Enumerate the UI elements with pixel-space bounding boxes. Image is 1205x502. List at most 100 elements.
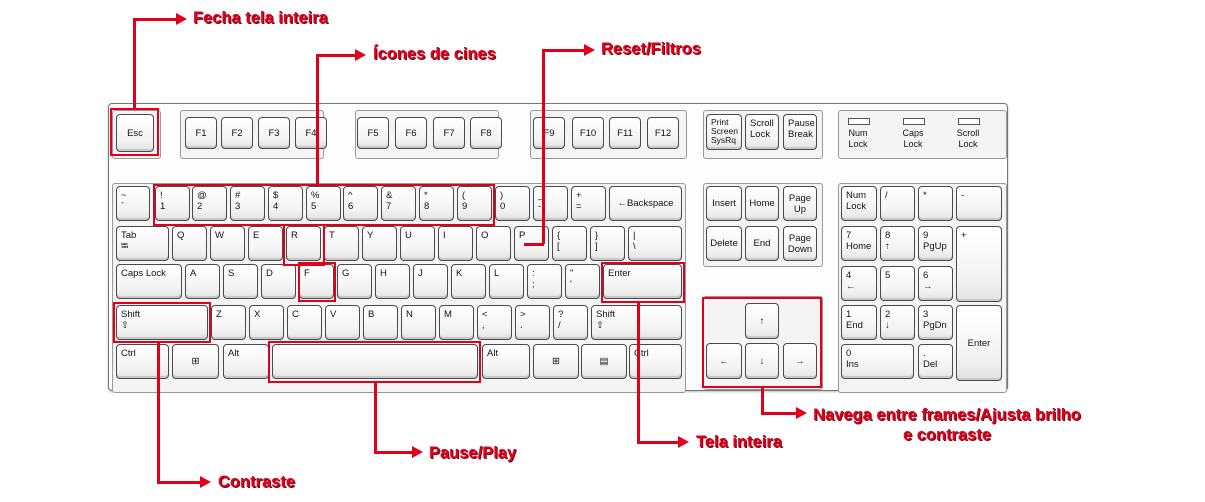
key-f5[interactable]: F5 xyxy=(357,117,389,149)
key-npplus[interactable]: + xyxy=(956,226,1002,302)
key-f7[interactable]: F7 xyxy=(433,117,465,149)
key-d7[interactable]: &7 xyxy=(381,186,416,221)
key-space[interactable] xyxy=(272,344,478,379)
key-a[interactable]: A xyxy=(185,264,220,299)
key-np4[interactable]: 4← xyxy=(841,266,877,301)
key-f2[interactable]: F2 xyxy=(221,117,253,149)
key-tab[interactable]: Tab⭾ xyxy=(116,226,169,261)
key-d0[interactable]: )0 xyxy=(495,186,530,221)
key-t[interactable]: T xyxy=(324,226,359,261)
key-f1[interactable]: F1 xyxy=(185,117,217,149)
key-f3[interactable]: F3 xyxy=(258,117,290,149)
key-b[interactable]: B xyxy=(363,305,398,340)
key-d2[interactable]: @2 xyxy=(192,186,227,221)
key-esc[interactable]: Esc xyxy=(116,114,154,152)
key-period[interactable]: >. xyxy=(515,305,550,340)
key-u[interactable]: U xyxy=(400,226,435,261)
key-end[interactable]: End xyxy=(745,226,779,261)
key-n[interactable]: N xyxy=(401,305,436,340)
key-f11[interactable]: F11 xyxy=(609,117,641,149)
key-z[interactable]: Z xyxy=(211,305,246,340)
key-capslock[interactable]: Caps Lock xyxy=(116,264,182,299)
key-np6[interactable]: 6→ xyxy=(918,266,953,301)
key-f6[interactable]: F6 xyxy=(395,117,427,149)
key-h[interactable]: H xyxy=(375,264,410,299)
key-y[interactable]: Y xyxy=(362,226,397,261)
key-f10[interactable]: F10 xyxy=(572,117,604,149)
key-minus[interactable]: _- xyxy=(533,186,568,221)
key-delete[interactable]: Delete xyxy=(706,226,742,261)
key-npenter[interactable]: Enter xyxy=(956,305,1002,381)
key-m[interactable]: M xyxy=(439,305,474,340)
key-backspace[interactable]: ←Backspace xyxy=(609,186,682,221)
key-d6[interactable]: ^6 xyxy=(343,186,378,221)
key-np2[interactable]: 2↓ xyxy=(880,305,915,340)
key-backslash[interactable]: |\ xyxy=(628,226,682,261)
key-lctrl[interactable]: Ctrl xyxy=(116,344,169,379)
key-npdiv[interactable]: / xyxy=(880,186,915,221)
key-slash[interactable]: ?/ xyxy=(553,305,588,340)
key-o[interactable]: O xyxy=(476,226,511,261)
key-k[interactable]: K xyxy=(451,264,486,299)
key-d3[interactable]: #3 xyxy=(230,186,265,221)
key-i[interactable]: I xyxy=(438,226,473,261)
key-rshift[interactable]: Shift⇧ xyxy=(591,305,682,340)
key-down[interactable]: ↓ xyxy=(745,343,779,379)
key-insert[interactable]: Insert xyxy=(706,186,742,221)
key-rbracket[interactable]: }] xyxy=(590,226,625,261)
key-npminus[interactable]: - xyxy=(956,186,1002,221)
key-rwin[interactable]: ⊞ xyxy=(533,344,579,379)
key-r[interactable]: R xyxy=(286,226,321,261)
key-quote[interactable]: "' xyxy=(565,264,600,299)
key-e[interactable]: E xyxy=(248,226,283,261)
key-f9[interactable]: F9 xyxy=(533,117,565,149)
key-enter[interactable]: Enter xyxy=(603,264,682,299)
key-l[interactable]: L xyxy=(489,264,524,299)
key-d[interactable]: D xyxy=(261,264,296,299)
key-comma[interactable]: <, xyxy=(477,305,512,340)
key-c[interactable]: C xyxy=(287,305,322,340)
key-equal[interactable]: += xyxy=(571,186,606,221)
key-npmul[interactable]: * xyxy=(918,186,953,221)
key-x[interactable]: X xyxy=(249,305,284,340)
key-tilde[interactable]: ~` xyxy=(116,186,150,221)
key-lwin[interactable]: ⊞ xyxy=(172,344,219,379)
key-d1[interactable]: !1 xyxy=(155,186,190,221)
key-ralt[interactable]: Alt xyxy=(482,344,530,379)
key-lshift[interactable]: Shift⇧ xyxy=(116,305,208,340)
key-f[interactable]: F xyxy=(299,264,334,299)
key-d4[interactable]: $4 xyxy=(268,186,303,221)
key-d9[interactable]: (9 xyxy=(457,186,492,221)
key-npdel[interactable]: .Del xyxy=(918,344,953,379)
key-semicolon[interactable]: :; xyxy=(527,264,562,299)
key-left[interactable]: ← xyxy=(706,343,742,379)
key-lalt[interactable]: Alt xyxy=(223,344,269,379)
key-g[interactable]: G xyxy=(337,264,372,299)
key-f4[interactable]: F4 xyxy=(295,117,327,149)
key-d5[interactable]: %5 xyxy=(306,186,341,221)
key-q[interactable]: Q xyxy=(172,226,207,261)
key-np5[interactable]: 5 xyxy=(880,266,915,301)
key-f12[interactable]: F12 xyxy=(647,117,679,149)
key-f8[interactable]: F8 xyxy=(470,117,502,149)
key-s[interactable]: S xyxy=(223,264,258,299)
key-home[interactable]: Home xyxy=(745,186,779,221)
key-menu[interactable]: ▤ xyxy=(581,344,627,379)
key-np8[interactable]: 8↑ xyxy=(880,226,915,261)
key-w[interactable]: W xyxy=(210,226,245,261)
key-v[interactable]: V xyxy=(325,305,360,340)
key-lbracket[interactable]: {[ xyxy=(552,226,587,261)
key-d8[interactable]: *8 xyxy=(419,186,454,221)
key-j[interactable]: J xyxy=(413,264,448,299)
